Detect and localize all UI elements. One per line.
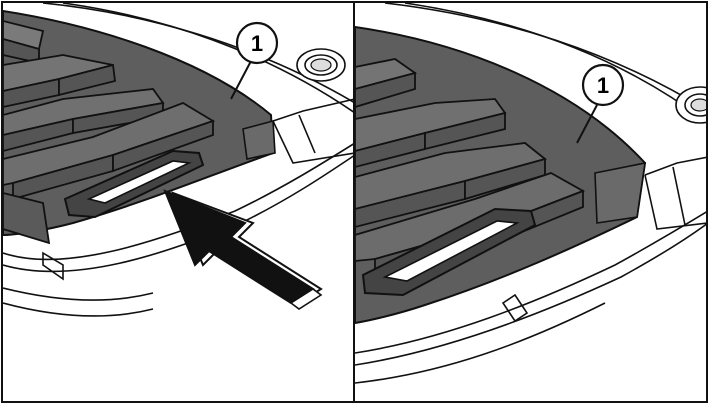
- right-illustration: 1: [355, 3, 706, 384]
- housing-outline-right: [355, 3, 706, 384]
- round-button-right: [675, 86, 706, 124]
- side-bevel-right: [594, 161, 646, 224]
- release-slot-right: [361, 207, 537, 297]
- callout-number-right: 1: [597, 73, 609, 98]
- release-slot-left: [63, 149, 205, 219]
- left-illustration: 1: [3, 3, 353, 317]
- callout-1-left: 1: [230, 21, 279, 100]
- round-button-left: [296, 48, 346, 82]
- side-bevel-left: [242, 119, 276, 160]
- callout-number-left: 1: [251, 31, 263, 56]
- press-arrow-icon: [163, 189, 323, 310]
- callout-1-right: 1: [576, 63, 625, 144]
- key-rows-left: [3, 20, 216, 245]
- panel-step-press: 1: [1, 1, 355, 403]
- panel-step-result: 1: [353, 1, 708, 403]
- key-rows-right: [355, 58, 586, 279]
